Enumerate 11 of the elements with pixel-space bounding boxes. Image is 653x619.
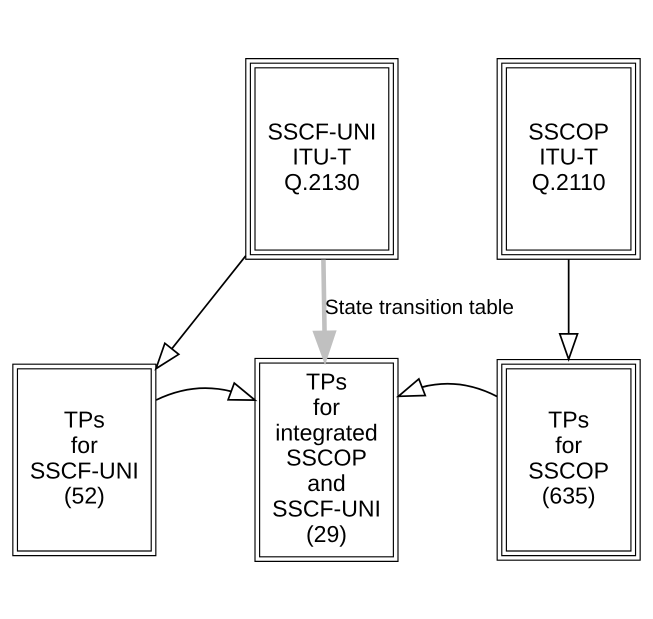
edge-label: State transition table: [324, 295, 514, 318]
node-box: SSCF-UNI ITU-T Q.2130: [245, 58, 399, 260]
arrow: [312, 259, 337, 365]
node-box: SSCOP ITU-T Q.2110: [496, 58, 641, 260]
arrow: [396, 376, 498, 397]
arrow: [558, 259, 579, 362]
node-box: TPs for SSCF-UNI (52): [12, 363, 156, 556]
arrow: [156, 381, 258, 401]
arrow: [154, 254, 246, 370]
node-box: TPs for integrated SSCOP and SSCF-UNI (29): [254, 357, 399, 562]
node-box: TPs for SSCOP (635): [496, 358, 641, 560]
